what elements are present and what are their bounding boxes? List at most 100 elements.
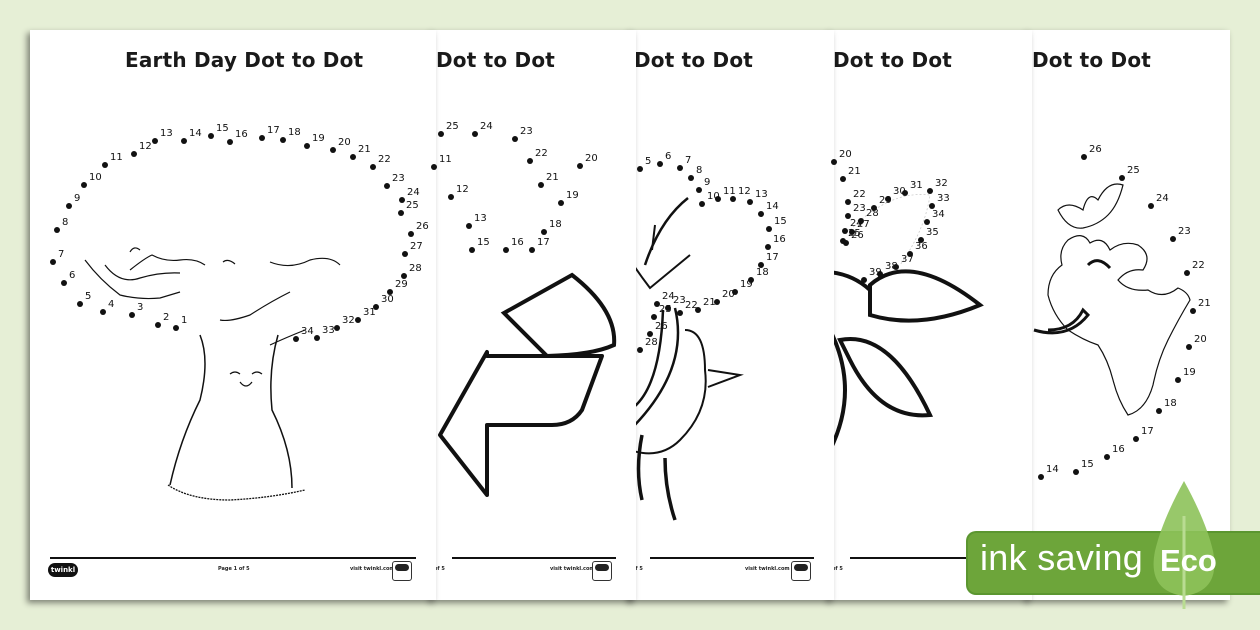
dot-point	[637, 166, 643, 172]
dot-point	[831, 159, 837, 165]
dot-number-label: 15	[774, 216, 787, 227]
dot-number-label: 1	[181, 315, 188, 326]
dot-point	[637, 347, 643, 353]
dot-number-label: 22	[853, 189, 866, 200]
dot-point	[732, 289, 738, 295]
dot-point	[877, 271, 883, 277]
dot-point	[893, 264, 899, 270]
dot-point	[50, 259, 56, 265]
dot-point	[1186, 344, 1192, 350]
dot-point	[695, 307, 701, 313]
dot-number-label: 23	[392, 173, 405, 184]
dot-number-label: 21	[358, 144, 371, 155]
dot-point	[54, 227, 60, 233]
dot-number-label: 23	[1178, 226, 1191, 237]
dot-point	[527, 158, 533, 164]
dot-point	[77, 301, 83, 307]
dot-number-label: 15	[477, 237, 490, 248]
dot-number-label: 28	[645, 337, 658, 348]
dot-number-label: 33	[937, 193, 950, 204]
dot-number-label: 12	[738, 186, 751, 197]
dot-number-label: 26	[416, 221, 429, 232]
dot-number-label: 34	[932, 209, 945, 220]
dot-number-label: 24	[407, 187, 420, 198]
dot-number-label: 20	[1194, 334, 1207, 345]
dot-number-label: 30	[893, 186, 906, 197]
dot-point	[843, 240, 849, 246]
dot-point	[334, 325, 340, 331]
page-number: of 5	[632, 566, 643, 572]
dot-point	[66, 203, 72, 209]
dot-number-label: 22	[1192, 260, 1205, 271]
dot-number-label: 26	[655, 321, 668, 332]
dot-number-label: 22	[378, 154, 391, 165]
dot-point	[541, 229, 547, 235]
dot-point	[398, 210, 404, 216]
dot-number-label: 21	[703, 297, 716, 308]
dot-point	[438, 131, 444, 137]
dot-point	[747, 199, 753, 205]
dot-number-label: 14	[1046, 464, 1059, 475]
dot-number-label: 25	[1127, 165, 1140, 176]
dot-point	[1038, 474, 1044, 480]
dot-number-label: 37	[901, 254, 914, 265]
leaf-drop-icon	[1153, 481, 1215, 609]
page-title: Dot to Dot	[634, 48, 754, 72]
dot-point	[665, 305, 671, 311]
footer-url: visit twinkl.com	[550, 566, 595, 572]
dot-number-label: 20	[722, 289, 735, 300]
flower-outline-illustration	[830, 194, 984, 451]
dot-point	[370, 164, 376, 170]
page-number: of 5	[434, 566, 445, 572]
dot-point	[714, 299, 720, 305]
dot-number-label: 26	[851, 230, 864, 241]
dot-number-label: 5	[85, 291, 92, 302]
dot-number-label: 22	[535, 148, 548, 159]
dot-number-label: 20	[585, 153, 598, 164]
quality-badge	[791, 561, 811, 581]
dot-point	[208, 133, 214, 139]
footer-rule	[650, 557, 814, 559]
dot-point	[529, 247, 535, 253]
dot-point	[758, 262, 764, 268]
dot-point	[1119, 175, 1125, 181]
dot-number-label: 23	[520, 126, 533, 137]
dot-number-label: 24	[850, 218, 863, 229]
dot-point	[469, 247, 475, 253]
dot-number-label: 19	[312, 133, 325, 144]
dot-number-label: 14	[189, 128, 202, 139]
dot-number-label: 21	[848, 166, 861, 177]
dot-number-label: 16	[773, 234, 786, 245]
dot-number-label: 25	[659, 304, 672, 315]
dot-point	[1190, 308, 1196, 314]
dot-point	[466, 223, 472, 229]
dot-point	[1148, 203, 1154, 209]
eco-badge-label: Eco	[1160, 543, 1217, 578]
dot-number-label: 31	[910, 180, 923, 191]
dot-point	[677, 165, 683, 171]
dot-number-label: 31	[363, 307, 376, 318]
dot-point	[651, 314, 657, 320]
dot-number-label: 29	[395, 279, 408, 290]
dot-point	[102, 162, 108, 168]
dot-point	[399, 197, 405, 203]
dot-point	[503, 247, 509, 253]
dot-number-label: 24	[1156, 193, 1169, 204]
dot-number-label: 17	[267, 125, 280, 136]
bee-outline-illustration	[630, 197, 744, 521]
dot-point	[1081, 154, 1087, 160]
dot-number-label: 25	[446, 121, 459, 132]
dot-point	[1170, 236, 1176, 242]
dot-point	[355, 317, 361, 323]
dot-point	[558, 200, 564, 206]
dot-number-label: 13	[755, 189, 768, 200]
dot-point	[924, 219, 930, 225]
dot-number-label: 33	[322, 325, 335, 336]
dot-number-label: 25	[406, 200, 419, 211]
footer-rule	[850, 557, 1012, 559]
dot-point	[181, 138, 187, 144]
dot-point	[152, 138, 158, 144]
dot-number-label: 19	[1183, 367, 1196, 378]
dot-point	[472, 131, 478, 137]
dot-number-label: 9	[74, 193, 81, 204]
